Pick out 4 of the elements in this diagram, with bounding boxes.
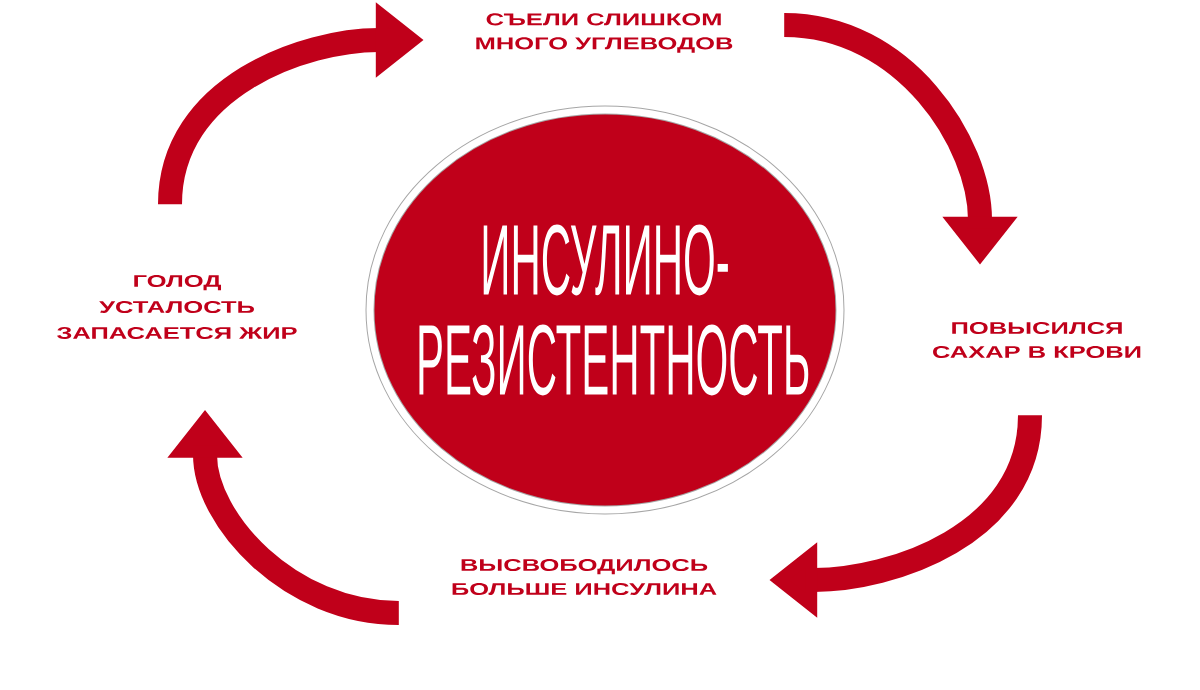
step-text: ГОЛОД УСТАЛОСТЬ ЗАПАСАЕТСЯ ЖИР — [57, 275, 297, 339]
step-text: СЪЕЛИ СЛИШКОМ МНОГО УГЛЕВОДОВ — [476, 13, 733, 53]
step-text: ПОВЫСИЛСЯ САХАР В КРОВИ — [933, 322, 1141, 358]
step-text: ВЫСВОБОДИЛОСЬ БОЛЬШЕ ИНСУЛИНА — [452, 558, 717, 595]
